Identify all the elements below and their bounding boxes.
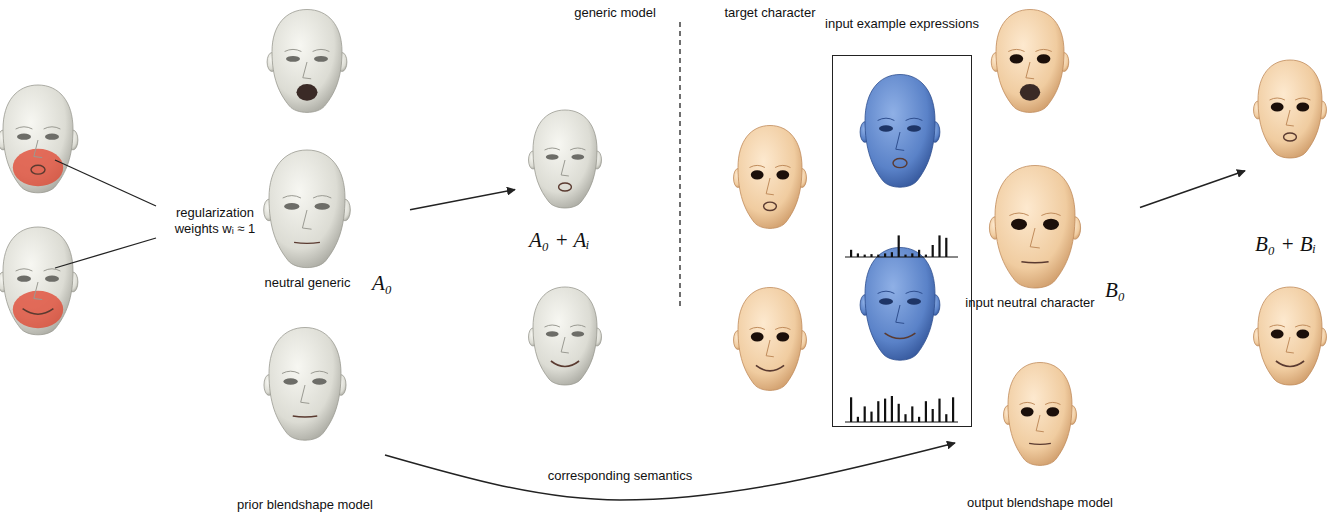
face bbox=[0, 227, 78, 335]
leader-lines bbox=[55, 160, 156, 268]
face bbox=[734, 126, 807, 229]
section-heading: target character bbox=[715, 5, 825, 21]
caption: input neutral character bbox=[955, 295, 1105, 311]
weight-bars bbox=[845, 235, 958, 422]
face bbox=[860, 75, 940, 188]
annotation: regularization weights wᵢ ≈ 1 bbox=[160, 205, 270, 237]
face bbox=[529, 110, 602, 208]
face bbox=[264, 150, 351, 268]
face bbox=[734, 288, 807, 391]
math-symbol: B₀ + Bᵢ bbox=[1255, 232, 1335, 256]
leader-line bbox=[55, 238, 156, 268]
dashed-divider bbox=[679, 22, 680, 308]
face bbox=[529, 287, 602, 385]
leader-line bbox=[55, 160, 156, 206]
edge-label: corresponding semantics bbox=[545, 468, 696, 484]
face bbox=[1004, 363, 1077, 466]
face bbox=[860, 248, 940, 361]
face bbox=[1254, 60, 1327, 158]
section-heading: generic model bbox=[560, 5, 670, 21]
arrow-connector bbox=[410, 190, 515, 210]
face-node: neutral generic A₀ bbox=[250, 145, 410, 305]
face-illustrations bbox=[0, 10, 1326, 466]
face bbox=[1254, 287, 1327, 385]
face bbox=[991, 10, 1069, 113]
face bbox=[264, 328, 346, 441]
arrow-connector bbox=[385, 443, 955, 500]
face bbox=[0, 85, 78, 193]
face-node: input neutral characterB₀ bbox=[955, 160, 1140, 320]
arrow-connector bbox=[1140, 171, 1245, 208]
caption: input example expressions bbox=[823, 16, 981, 32]
math-symbol: A₀ + Aᵢ bbox=[529, 228, 615, 252]
face bbox=[267, 10, 347, 113]
face-node: output blendshape model bbox=[955, 355, 1125, 515]
math-symbol: A₀ bbox=[372, 271, 412, 295]
caption: output blendshape model bbox=[955, 495, 1125, 511]
face bbox=[989, 166, 1080, 289]
face-node: A₀ + Aᵢ bbox=[515, 100, 615, 260]
caption: prior blendshape model bbox=[225, 497, 385, 513]
face-node: prior blendshape model bbox=[225, 315, 385, 515]
example-box: input example expressions bbox=[832, 55, 972, 427]
math-symbol: B₀ bbox=[1105, 278, 1140, 302]
caption: neutral generic bbox=[250, 275, 365, 291]
face-node: B₀ + Bᵢ bbox=[1245, 50, 1335, 260]
separator bbox=[680, 22, 681, 308]
